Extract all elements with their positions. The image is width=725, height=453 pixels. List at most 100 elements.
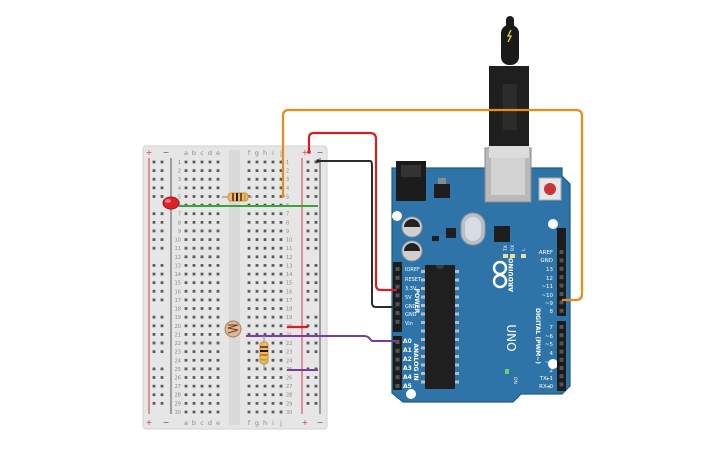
rail-hole[interactable] (314, 264, 318, 267)
breadboard-hole[interactable] (184, 341, 188, 345)
breadboard-hole[interactable] (255, 169, 259, 173)
breadboard-hole[interactable] (271, 169, 275, 173)
breadboard-hole[interactable] (216, 186, 220, 190)
breadboard-hole[interactable] (263, 298, 267, 302)
breadboard-hole[interactable] (208, 350, 212, 354)
breadboard-hole[interactable] (200, 298, 204, 302)
breadboard-hole[interactable] (247, 367, 251, 371)
rail-hole[interactable] (152, 298, 156, 302)
breadboard-hole[interactable] (184, 255, 188, 259)
rail-hole[interactable] (160, 229, 164, 233)
header-pin-hole[interactable] (395, 311, 400, 315)
breadboard-hole[interactable] (271, 255, 275, 259)
breadboard-hole[interactable] (200, 333, 204, 336)
breadboard-hole[interactable] (255, 410, 259, 414)
breadboard-hole[interactable] (208, 160, 212, 164)
rail-hole[interactable] (306, 246, 310, 250)
breadboard-hole[interactable] (200, 238, 204, 241)
breadboard-hole[interactable] (200, 307, 204, 310)
breadboard-hole[interactable] (192, 255, 196, 259)
rail-hole[interactable] (306, 350, 310, 354)
breadboard-hole[interactable] (247, 289, 251, 293)
breadboard-hole[interactable] (216, 212, 220, 216)
rail-hole[interactable] (152, 401, 156, 405)
header-pin-hole[interactable] (559, 341, 564, 346)
rail-hole[interactable] (306, 367, 310, 371)
breadboard-hole[interactable] (271, 333, 275, 336)
breadboard-hole[interactable] (208, 289, 212, 293)
rail-hole[interactable] (160, 264, 164, 267)
breadboard-hole[interactable] (271, 264, 275, 267)
breadboard-hole[interactable] (279, 341, 283, 345)
breadboard-hole[interactable] (208, 384, 212, 388)
breadboard-hole[interactable] (255, 160, 259, 164)
breadboard-hole[interactable] (208, 246, 212, 250)
header-pin-hole[interactable] (559, 275, 564, 280)
header-pin-hole[interactable] (559, 374, 564, 379)
breadboard-hole[interactable] (200, 315, 204, 319)
rail-hole[interactable] (306, 229, 310, 233)
rail-hole[interactable] (160, 315, 164, 319)
rail-hole[interactable] (152, 169, 156, 173)
breadboard-hole[interactable] (192, 315, 196, 319)
header-pin-hole[interactable] (395, 340, 400, 344)
breadboard-hole[interactable] (247, 220, 251, 224)
breadboard-hole[interactable] (192, 376, 196, 379)
breadboard-hole[interactable] (263, 315, 267, 319)
breadboard-hole[interactable] (255, 220, 259, 224)
breadboard-hole[interactable] (184, 186, 188, 190)
rail-hole[interactable] (306, 393, 310, 397)
breadboard-hole[interactable] (184, 401, 188, 405)
breadboard-hole[interactable] (192, 358, 196, 362)
breadboard-hole[interactable] (263, 186, 267, 190)
rail-hole[interactable] (306, 169, 310, 173)
breadboard-hole[interactable] (208, 238, 212, 241)
breadboard-hole[interactable] (192, 160, 196, 164)
breadboard-hole[interactable] (216, 410, 220, 414)
breadboard-hole[interactable] (216, 229, 220, 233)
header-pin-hole[interactable] (559, 258, 564, 263)
breadboard-hole[interactable] (216, 160, 220, 164)
breadboard-hole[interactable] (208, 315, 212, 319)
breadboard-hole[interactable] (263, 367, 267, 371)
breadboard-hole[interactable] (208, 272, 212, 276)
breadboard-hole[interactable] (271, 212, 275, 216)
breadboard-hole[interactable] (263, 212, 267, 216)
breadboard-hole[interactable] (279, 264, 283, 267)
breadboard-hole[interactable] (279, 384, 283, 388)
rail-hole[interactable] (160, 393, 164, 397)
rail-hole[interactable] (160, 246, 164, 250)
rail-hole[interactable] (160, 401, 164, 405)
breadboard-hole[interactable] (271, 177, 275, 181)
breadboard-hole[interactable] (255, 307, 259, 310)
breadboard-hole[interactable] (263, 393, 267, 397)
rail-hole[interactable] (160, 195, 164, 198)
header-pin-hole[interactable] (395, 284, 400, 289)
header-pin-hole[interactable] (395, 357, 400, 362)
breadboard-hole[interactable] (216, 177, 220, 181)
breadboard-hole[interactable] (208, 281, 212, 285)
breadboard-hole[interactable] (255, 264, 259, 267)
breadboard-hole[interactable] (208, 367, 212, 371)
rail-hole[interactable] (152, 289, 156, 293)
breadboard-hole[interactable] (208, 195, 212, 198)
rail-hole[interactable] (314, 341, 318, 345)
breadboard-hole[interactable] (271, 186, 275, 190)
rail-hole[interactable] (314, 195, 318, 198)
breadboard-hole[interactable] (271, 298, 275, 302)
header-pin-hole[interactable] (559, 366, 564, 370)
breadboard-hole[interactable] (247, 315, 251, 319)
rail-hole[interactable] (314, 186, 318, 190)
breadboard-hole[interactable] (192, 220, 196, 224)
rail-hole[interactable] (314, 350, 318, 354)
breadboard-hole[interactable] (184, 350, 188, 354)
breadboard-hole[interactable] (279, 255, 283, 259)
breadboard-hole[interactable] (208, 333, 212, 336)
breadboard-hole[interactable] (184, 229, 188, 233)
breadboard-hole[interactable] (271, 246, 275, 250)
rail-hole[interactable] (306, 298, 310, 302)
breadboard-hole[interactable] (192, 350, 196, 354)
rail-hole[interactable] (152, 384, 156, 388)
rail-hole[interactable] (306, 324, 310, 328)
breadboard-hole[interactable] (184, 264, 188, 267)
